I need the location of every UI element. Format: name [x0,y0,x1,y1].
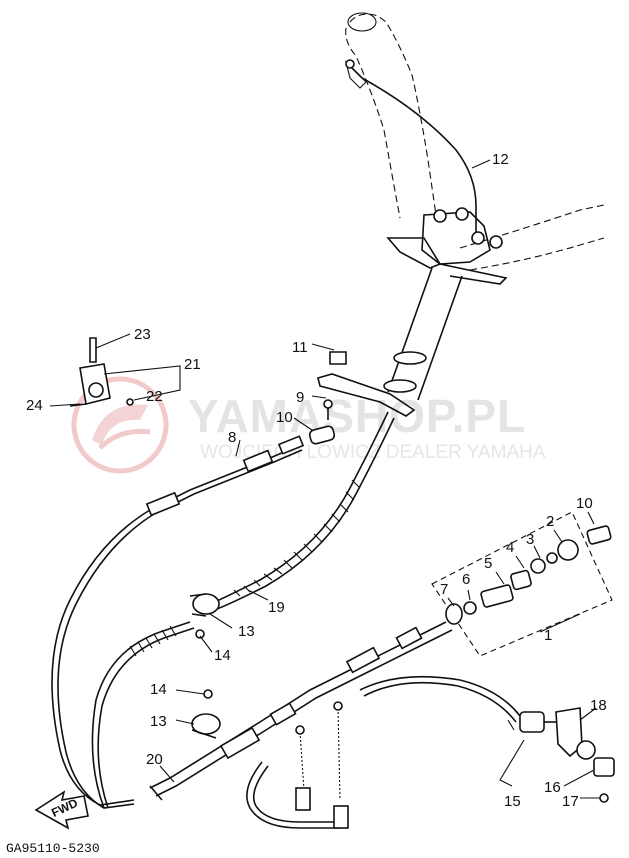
callout-3: 3 [526,531,534,548]
callout-19: 19 [268,599,285,616]
callout-13-upper: 13 [238,623,255,640]
callout-23: 23 [134,326,151,343]
cable-15 [246,675,556,829]
callout-10-right: 10 [576,495,593,512]
callout-17: 17 [562,793,579,810]
cable-main [91,621,195,809]
callout-20: 20 [146,751,163,768]
watermark-brand: YAMASHOP.PL [188,390,526,442]
fwd-arrow-icon: FWD [34,790,89,830]
callout-10-upper: 10 [276,409,293,426]
callout-1: 1 [544,627,552,644]
handlebar [317,12,605,417]
watermark: YAMASHOP.PL WOJCIECH LOWICZ DEALER YAMAH… [71,376,546,474]
cable-20 [149,621,453,801]
diagram-code: GA95110-5230 [6,841,100,856]
callout-21: 21 [184,356,201,373]
callout-4: 4 [506,539,514,556]
callout-11: 11 [292,339,308,356]
callout-labels: 12 11 9 10 8 23 21 22 24 19 13 14 14 13 … [26,151,607,810]
callout-14-lower: 14 [150,681,167,698]
callout-5: 5 [484,555,492,572]
callout-6: 6 [462,571,470,588]
callout-13-lower: 13 [150,713,167,730]
lower-right-parts [555,707,615,803]
leader-lines [49,159,600,799]
callout-24: 24 [26,397,43,414]
callout-14-upper: 14 [214,647,231,664]
yamaha-logo-watermark [71,376,169,474]
callout-16: 16 [544,779,561,796]
cable-12 [344,59,477,232]
clamp-assembly-21 [69,337,134,407]
cable-19 [189,411,395,617]
callout-18: 18 [590,697,607,714]
callout-9: 9 [296,389,304,406]
small-parts-upper [308,351,347,445]
pull-cables [295,701,349,829]
callout-7: 7 [440,581,448,598]
adjuster-group-1 [431,511,613,657]
callout-22: 22 [146,388,163,405]
cable-8 [51,435,305,809]
callout-15: 15 [504,793,521,810]
callout-12: 12 [492,151,509,168]
callout-2: 2 [546,513,554,530]
callout-8: 8 [228,429,236,446]
